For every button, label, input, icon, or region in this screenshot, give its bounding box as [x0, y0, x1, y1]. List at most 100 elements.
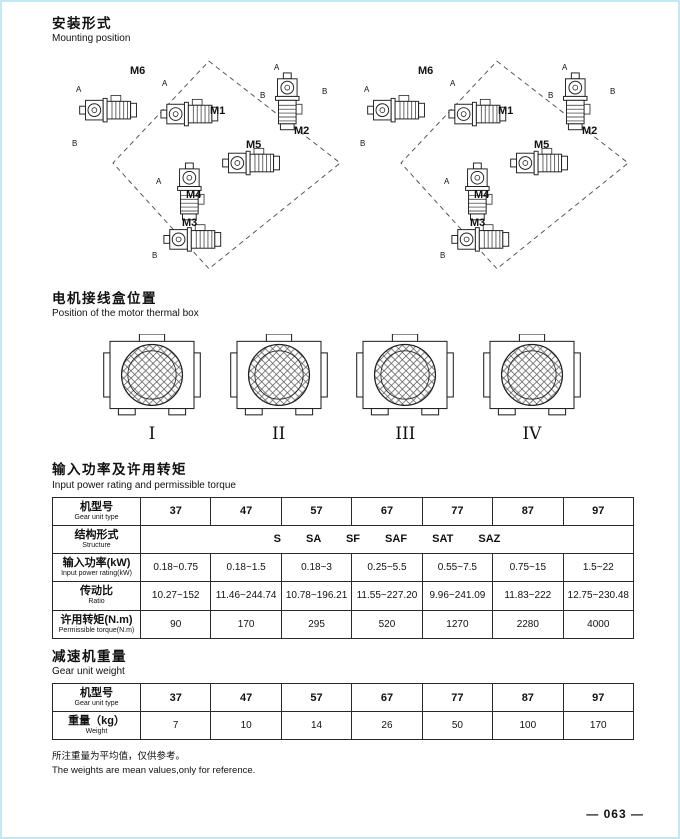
mounting-cluster-drawing — [367, 60, 629, 270]
mounting-label-m5: M5 — [246, 139, 262, 152]
model-cell: 87 — [492, 496, 564, 526]
mounting-title-en: Mounting position — [52, 33, 131, 45]
power-table-title-en: Input power rating and permissible torqu… — [52, 479, 236, 491]
page-content: 安装形式 Mounting position M6 M1 M2 M4 — [2, 2, 678, 777]
axis-letter-b: B — [72, 139, 78, 149]
row-header-en: Gear unit type — [74, 700, 119, 708]
mounting-label-m4: M4 — [474, 189, 490, 202]
value-cell: 0.25~5.5 — [351, 553, 423, 583]
value-cell: 10.78~196.21 — [280, 581, 353, 611]
model-cell: 97 — [562, 682, 635, 713]
mounting-label-m6: M6 — [418, 65, 434, 78]
value-cell: 170 — [210, 609, 282, 639]
footnote: 所注重量为平均值，仅供参考。 The weights are mean valu… — [52, 750, 648, 777]
thermal-box-position-4: IV — [480, 334, 584, 444]
value-cell: 11.46~244.74 — [210, 581, 282, 611]
axis-letter-b: B — [260, 91, 266, 101]
row-header-en: Gear unit type — [74, 513, 119, 521]
value-cell: 0.18~1.5 — [210, 553, 282, 583]
row-header-en: Structure — [82, 541, 111, 549]
thermal-box-position-1: I — [100, 334, 204, 444]
value-cell: 10 — [210, 711, 282, 741]
row-header-zh: 机型号 — [80, 686, 113, 699]
axis-letter-a: A — [562, 63, 568, 73]
value-cell: 9.96~241.09 — [421, 581, 494, 611]
footnote-zh: 所注重量为平均值，仅供参考。 — [52, 751, 186, 763]
value-cell: 11.55~227.20 — [351, 581, 423, 611]
thermal-box-position-3: III — [353, 334, 457, 444]
power-table-section-header: 输入功率及许用转矩 Input power rating and permiss… — [52, 462, 648, 491]
motor-front-drawing — [103, 334, 201, 416]
axis-letter-b: B — [610, 87, 616, 97]
model-cell: 77 — [421, 682, 494, 713]
value-cell: 50 — [421, 711, 494, 741]
footnote-en: The weights are mean values,only for ref… — [52, 764, 256, 776]
position-numeral: IV — [522, 424, 542, 445]
value-cell: 295 — [280, 609, 353, 639]
axis-letter-a: A — [162, 79, 168, 89]
model-cell: 67 — [351, 682, 423, 713]
axis-letter-b: B — [152, 251, 158, 261]
position-numeral: III — [395, 424, 416, 445]
mounting-label-m4: M4 — [186, 189, 202, 202]
model-cell: 57 — [280, 496, 353, 526]
value-cell: 11.83~222 — [492, 581, 564, 611]
row-header-gear-unit-type: 机型号 Gear unit type — [52, 496, 141, 526]
table-row-weight: 重量（kg） Weight 7 10 14 26 50 100 170 — [52, 711, 635, 741]
mounting-label-m1: M1 — [210, 105, 226, 118]
motor-front-drawing — [229, 334, 328, 416]
row-header-zh: 许用转矩(N.m) — [60, 613, 133, 626]
value-cell: 100 — [492, 711, 564, 741]
value-cell: 0.18~3 — [280, 553, 353, 583]
model-cell: 67 — [351, 496, 423, 526]
axis-letter-a: A — [76, 85, 82, 95]
row-header-zh: 输入功率(kW) — [62, 557, 131, 570]
weight-table: 机型号 Gear unit type 37 47 57 67 77 87 97 … — [52, 682, 635, 741]
mounting-label-m5: M5 — [534, 139, 550, 152]
axis-letter-a: A — [156, 177, 162, 187]
table-row-structure: 结构形式 Structure S SA SF SAF SAT SAZ — [52, 524, 634, 555]
motor-front-drawing — [483, 334, 581, 416]
thermal-box-section-header: 电机接线盒位置 Position of the motor thermal bo… — [52, 291, 648, 320]
value-cell: 1270 — [421, 609, 494, 639]
row-header-structure: 结构形式 Structure — [52, 524, 141, 555]
mounting-label-m2: M2 — [294, 125, 310, 138]
axis-letter-a: A — [444, 177, 450, 187]
page-number: — 063 — — [586, 807, 644, 821]
axis-letter-b: B — [322, 87, 328, 97]
mounting-title-zh: 安装形式 — [52, 16, 112, 31]
model-cell: 37 — [139, 496, 212, 526]
model-cell: 97 — [562, 496, 635, 526]
mounting-label-m3: M3 — [470, 217, 486, 230]
structure-cell: S SA SF SAF SAT SAZ — [140, 524, 634, 555]
row-header-en: Weight — [85, 728, 108, 736]
model-cell: 47 — [210, 682, 282, 713]
table-row-models: 机型号 Gear unit type 37 47 57 67 77 87 97 — [52, 682, 635, 713]
table-row-ratio: 传动比 Ratio 10.27~152 11.46~244.74 10.78~1… — [52, 581, 635, 611]
row-header-ratio: 传动比 Ratio — [52, 581, 141, 611]
row-header-en: Input power rating(kW) — [61, 570, 132, 578]
value-cell: 4000 — [562, 609, 635, 639]
weight-table-title-zh: 减速机重量 — [52, 648, 127, 664]
value-cell: 520 — [351, 609, 423, 639]
row-header-en: Ratio — [88, 598, 105, 606]
row-header-zh: 机型号 — [80, 500, 113, 513]
weight-table-section-header: 减速机重量 Gear unit weight — [52, 649, 648, 678]
mounting-cluster-drawing — [79, 60, 341, 270]
thermal-box-title-zh: 电机接线盒位置 — [52, 291, 157, 307]
mounting-label-m2: M2 — [582, 125, 598, 138]
model-cell: 87 — [492, 682, 564, 713]
table-row-models: 机型号 Gear unit type 37 47 57 67 77 87 97 — [52, 496, 635, 526]
power-table-title-zh: 输入功率及许用转矩 — [52, 462, 187, 478]
value-cell: 0.18~0.75 — [139, 553, 212, 583]
table-row-torque: 许用转矩(N.m) Permissible torque(N.m) 90 170… — [52, 609, 635, 639]
row-header-gear-unit-type: 机型号 Gear unit type — [52, 682, 141, 713]
motor-front-drawing — [356, 334, 455, 416]
model-cell: 57 — [280, 682, 353, 713]
mounting-diagrams: M6 M1 M2 M4 M5 M3 A B A B A B A B — [64, 51, 648, 279]
axis-letter-a: A — [364, 85, 370, 95]
mounting-diagram-right: M6 M1 M2 M4 M5 M3 A B A B A B A B — [352, 51, 636, 279]
position-numeral: I — [148, 424, 156, 445]
model-cell: 37 — [139, 682, 212, 713]
